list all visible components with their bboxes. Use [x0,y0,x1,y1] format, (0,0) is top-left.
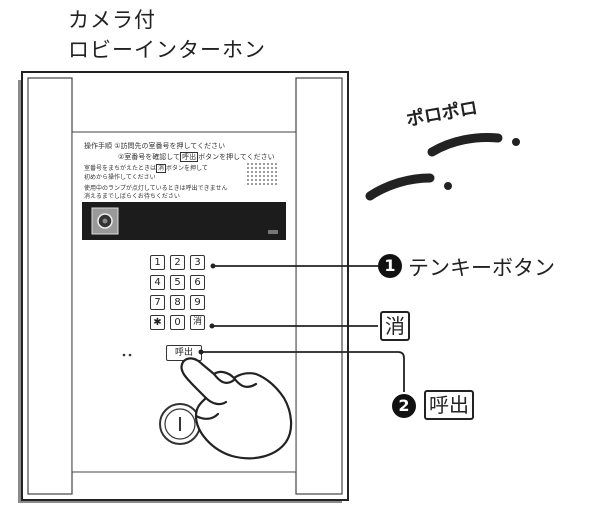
pointing-hand-icon [180,357,293,460]
keypad: 1 2 3 4 5 6 7 8 9 ✱ 0 消 [150,255,212,337]
title-line-2: ロビーインターホン [68,38,266,62]
key-asterisk[interactable]: ✱ [150,315,165,330]
callout-label-clear: 消 [380,311,410,341]
call-leader-line [201,351,405,392]
title-line-1: カメラ付 [68,8,156,32]
instruction-line-3: 室番号をまちがえたときは消ボタンを押して [84,163,208,173]
instruction-line-1: 操作手順 ①訪問先の室番号を押してください [84,142,226,150]
key-9[interactable]: 9 [190,295,205,310]
speaker-grille [247,163,277,185]
callout-label-call: 呼出 [424,390,474,420]
instruction-line-6: 消えるまでしばらくお待ちください [84,193,180,200]
key-4[interactable]: 4 [150,275,165,290]
key-clear[interactable]: 消 [190,315,205,330]
sound-effect-icon [365,133,520,201]
callout-label-tenkey: テンキーボタン [408,256,555,280]
callout-number-1: 1 [378,254,402,278]
instruction-call-key-label: 呼出 [180,152,199,162]
instruction-line-5: 使用中のランプが点灯しているときは呼出できません [84,185,228,192]
key-5[interactable]: 5 [170,275,185,290]
instruction-line-2: ②室番号を確認して呼出ボタンを押してください [118,152,275,162]
key-0[interactable]: 0 [170,315,185,330]
instruction-line-4: 初めから操作してください [84,174,156,181]
indicator-dot [128,353,132,357]
key-1[interactable]: 1 [150,255,165,270]
instruction-line-3-tail: ボタンを押して [166,165,208,172]
key-7[interactable]: 7 [150,295,165,310]
callout-number-2: 2 [392,394,416,418]
key-2[interactable]: 2 [170,255,185,270]
key-8[interactable]: 8 [170,295,185,310]
instruction-line-3-text: 室番号をまちがえたときは [84,165,157,172]
instruction-line-2-tail: ボタンを押してください [198,153,275,161]
indicator-dot [122,353,126,357]
instruction-clear-key-label: 消 [156,164,167,173]
key-6[interactable]: 6 [190,275,205,290]
key-3[interactable]: 3 [190,255,205,270]
camera-indicator [268,230,278,234]
instruction-line-2-text: ②室番号を確認して [118,153,181,161]
